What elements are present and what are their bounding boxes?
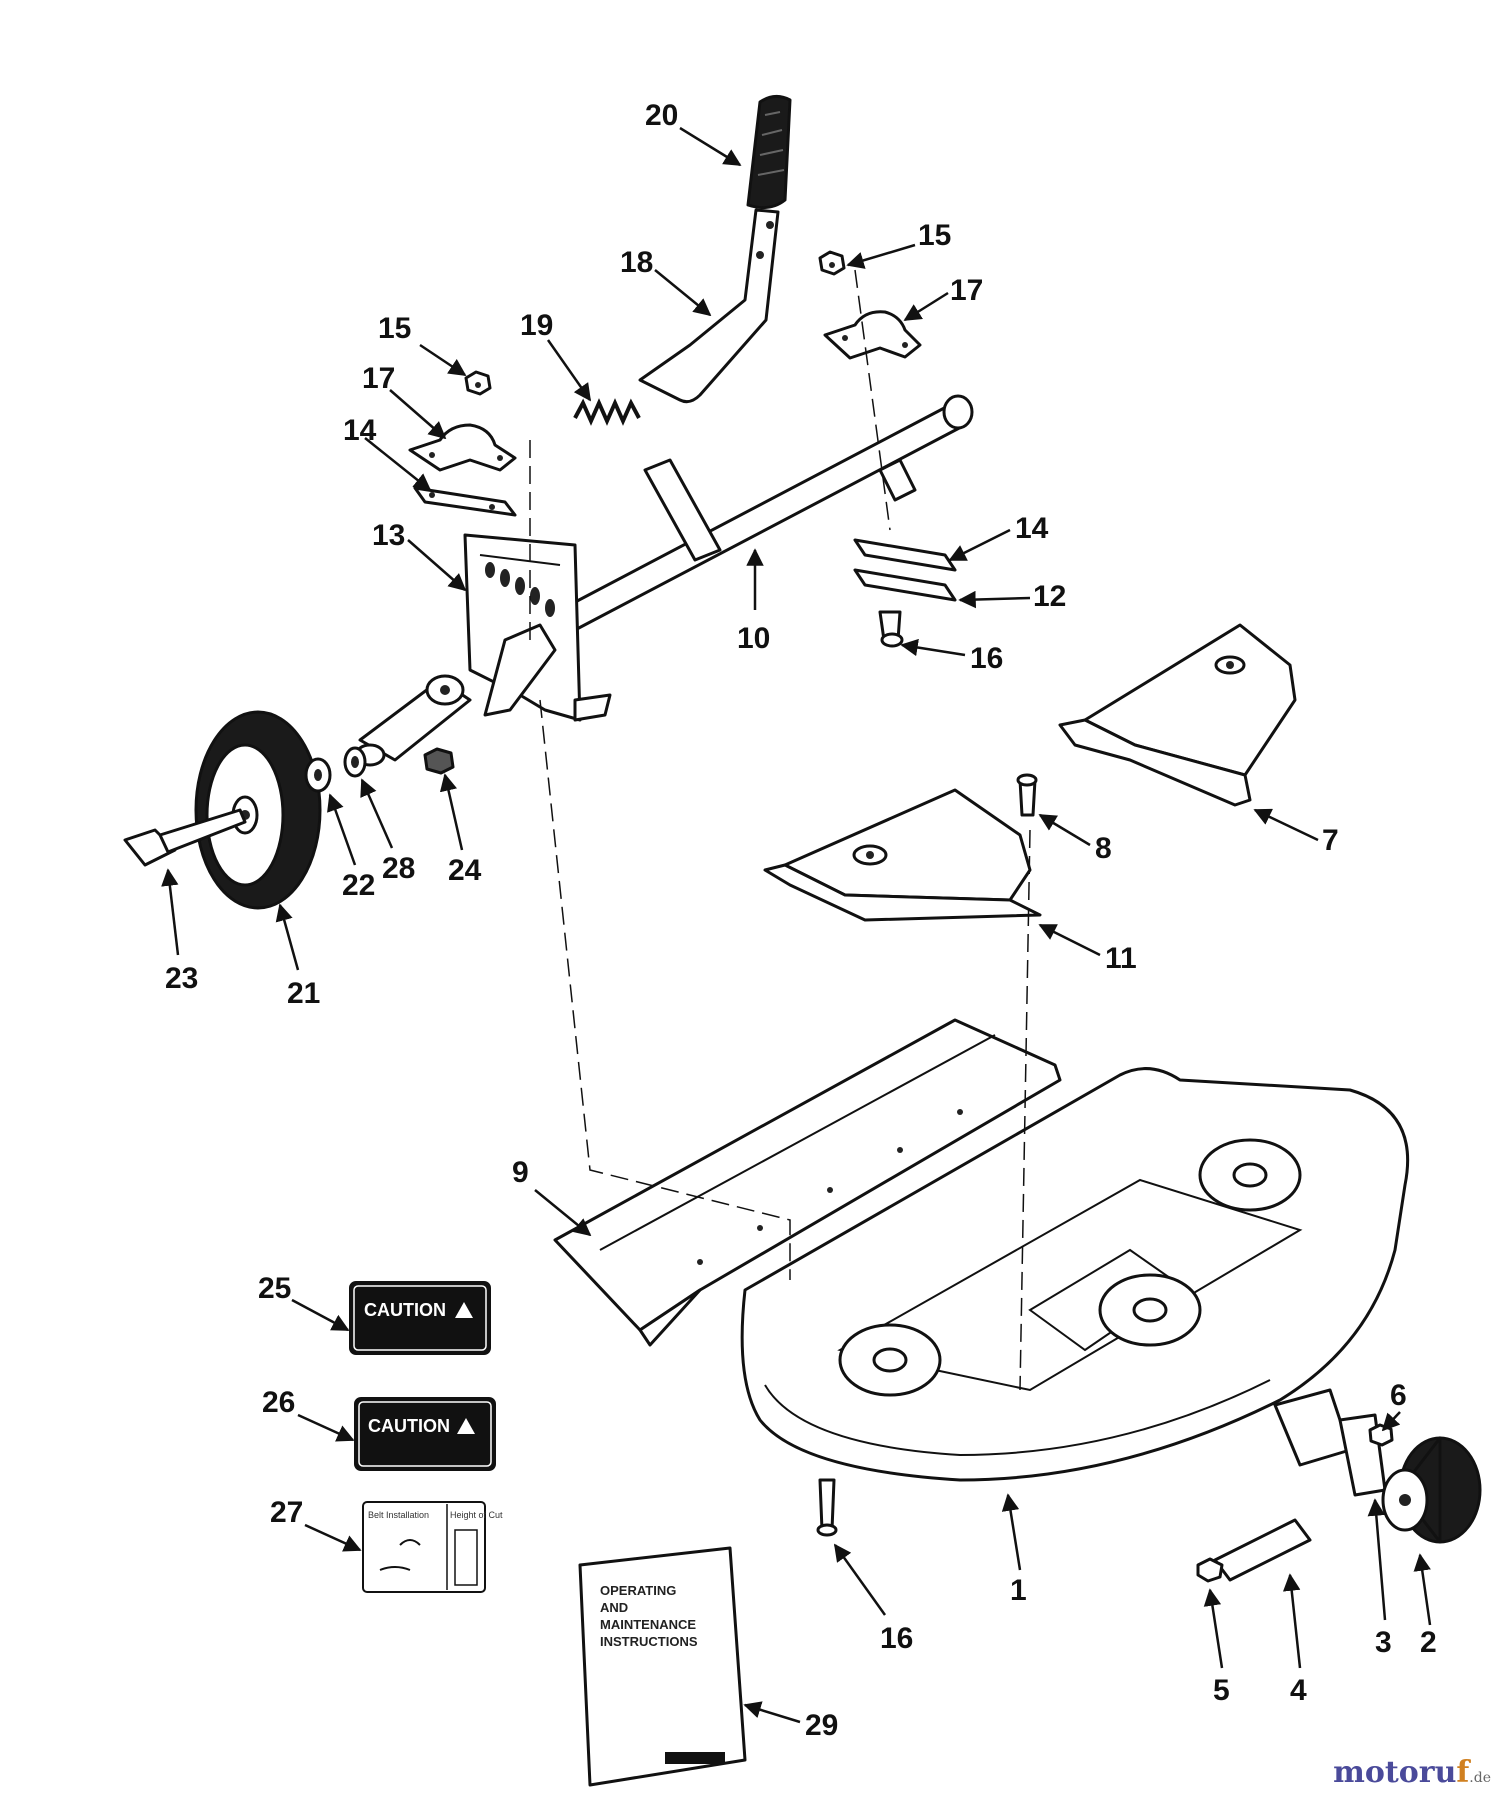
assembly-lines	[529, 269, 1031, 1391]
callout-10: 10	[737, 622, 770, 655]
callout-labels: 20 18 15 17 15 19 17 14 13 10 14 12 16 7…	[165, 99, 1437, 1742]
callout-15-right: 15	[918, 219, 951, 252]
callout-21: 21	[287, 977, 320, 1010]
callout-26: 26	[262, 1386, 295, 1419]
leader-arrows	[161, 126, 1432, 1724]
lift-rod-part	[558, 394, 974, 632]
manual-line-3: MAINTENANCE	[600, 1617, 696, 1632]
callout-20: 20	[645, 99, 678, 132]
callout-25: 25	[258, 1272, 291, 1305]
callout-17-right: 17	[950, 274, 983, 307]
washer-28-part	[343, 746, 367, 778]
callout-11: 11	[1105, 942, 1137, 975]
bolt-right-part	[878, 610, 904, 648]
washer-22-part	[304, 757, 332, 793]
callout-14-left: 14	[343, 414, 377, 447]
callout-1: 1	[1010, 1574, 1027, 1607]
manual-line-2: AND	[600, 1600, 628, 1615]
callout-14-right: 14	[1015, 512, 1049, 545]
callout-7: 7	[1322, 824, 1339, 857]
baffle-part	[553, 1018, 1062, 1347]
nut-24-part	[423, 747, 455, 775]
screw-16-part	[816, 1478, 838, 1537]
callout-9: 9	[512, 1156, 529, 1189]
caution-label-2: CAUTION	[368, 1416, 450, 1436]
mower-deck-part	[740, 1067, 1410, 1482]
callout-5: 5	[1213, 1674, 1230, 1707]
callout-8: 8	[1095, 832, 1112, 865]
height-bracket-part	[463, 533, 612, 722]
manual-line-4: INSTRUCTIONS	[600, 1634, 698, 1649]
spring-part	[573, 398, 641, 426]
caution-decal-2: CAUTION	[354, 1397, 496, 1471]
callout-24: 24	[448, 854, 482, 887]
callout-4: 4	[1290, 1674, 1307, 1707]
watermark-main: motoru	[1333, 1755, 1457, 1790]
callout-2: 2	[1420, 1626, 1437, 1659]
rear-hanger-part	[1058, 623, 1297, 807]
watermark-logo: motoruf.de	[1333, 1755, 1491, 1790]
height-of-cut-label: Height of Cut	[450, 1510, 503, 1520]
info-decal: Belt Installation Height of Cut	[362, 1501, 503, 1593]
callout-6: 6	[1390, 1379, 1407, 1412]
caution-label-1: CAUTION	[364, 1300, 446, 1320]
plate-left-part	[413, 486, 517, 517]
callout-17-left: 17	[362, 362, 395, 395]
callout-18: 18	[620, 246, 653, 279]
callout-22: 22	[342, 869, 375, 902]
spindle-left	[838, 1323, 942, 1397]
pedal-pad-part	[746, 95, 792, 210]
roller-part	[1381, 1436, 1482, 1544]
manual-line-1: OPERATING	[600, 1583, 676, 1598]
spindle-middle	[1098, 1273, 1202, 1347]
caution-decal-1: CAUTION	[349, 1281, 491, 1355]
u-bracket-left-part	[408, 423, 517, 472]
spindle-right	[1198, 1138, 1302, 1212]
front-hanger-part	[763, 788, 1042, 922]
callout-29: 29	[805, 1709, 838, 1742]
operators-manual: OPERATING AND MAINTENANCE INSTRUCTIONS	[578, 1546, 747, 1787]
callout-12: 12	[1033, 580, 1066, 613]
nut-right-part	[818, 250, 846, 276]
nut-6-part	[1368, 1423, 1394, 1447]
callout-28: 28	[382, 852, 415, 885]
callout-19: 19	[520, 309, 553, 342]
wheel-bolt-part	[123, 808, 247, 867]
callout-3: 3	[1375, 1626, 1392, 1659]
watermark-tld: .de	[1469, 1770, 1491, 1786]
bolt-8-part	[1016, 773, 1038, 817]
callout-13: 13	[372, 519, 405, 552]
callout-23: 23	[165, 962, 198, 995]
nut-left-part	[464, 370, 492, 396]
callout-16-bottom: 16	[880, 1622, 913, 1655]
watermark-accent: f	[1456, 1755, 1470, 1790]
wheel-part	[194, 710, 322, 910]
callout-16-top: 16	[970, 642, 1003, 675]
pedal-arm-part	[638, 208, 780, 404]
callout-27: 27	[270, 1496, 303, 1529]
callout-15-left: 15	[378, 312, 411, 345]
bolt-5-part	[1196, 1557, 1224, 1583]
plate-right-part	[853, 538, 957, 602]
belt-installation-label: Belt Installation	[368, 1510, 429, 1520]
u-bracket-right-part	[823, 310, 922, 360]
